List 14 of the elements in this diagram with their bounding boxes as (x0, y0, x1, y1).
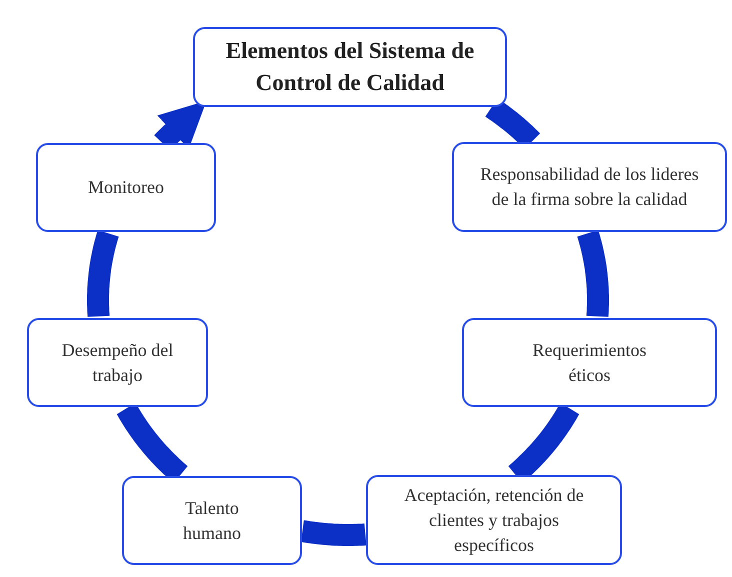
element-label: Elementos del Sistema de Control de Calidad (224, 37, 476, 97)
element-label: Aceptación, retención de clientes y trabajos específicos (403, 484, 585, 557)
element-box (452, 142, 727, 232)
element-box (366, 475, 622, 565)
element-box (122, 476, 302, 565)
element-box (462, 318, 717, 407)
element-box (36, 143, 216, 232)
element-label: Talento humano (182, 496, 242, 544)
element-label: Desempeño del trabajo (61, 338, 174, 387)
element-label: Monitoreo (88, 176, 164, 199)
title-box (193, 27, 507, 107)
element-label: Responsabilidad de los lideres de la firma sobre la calidad (479, 163, 700, 211)
element-label: Requerimientos éticos (532, 338, 648, 386)
element-box (27, 318, 208, 407)
